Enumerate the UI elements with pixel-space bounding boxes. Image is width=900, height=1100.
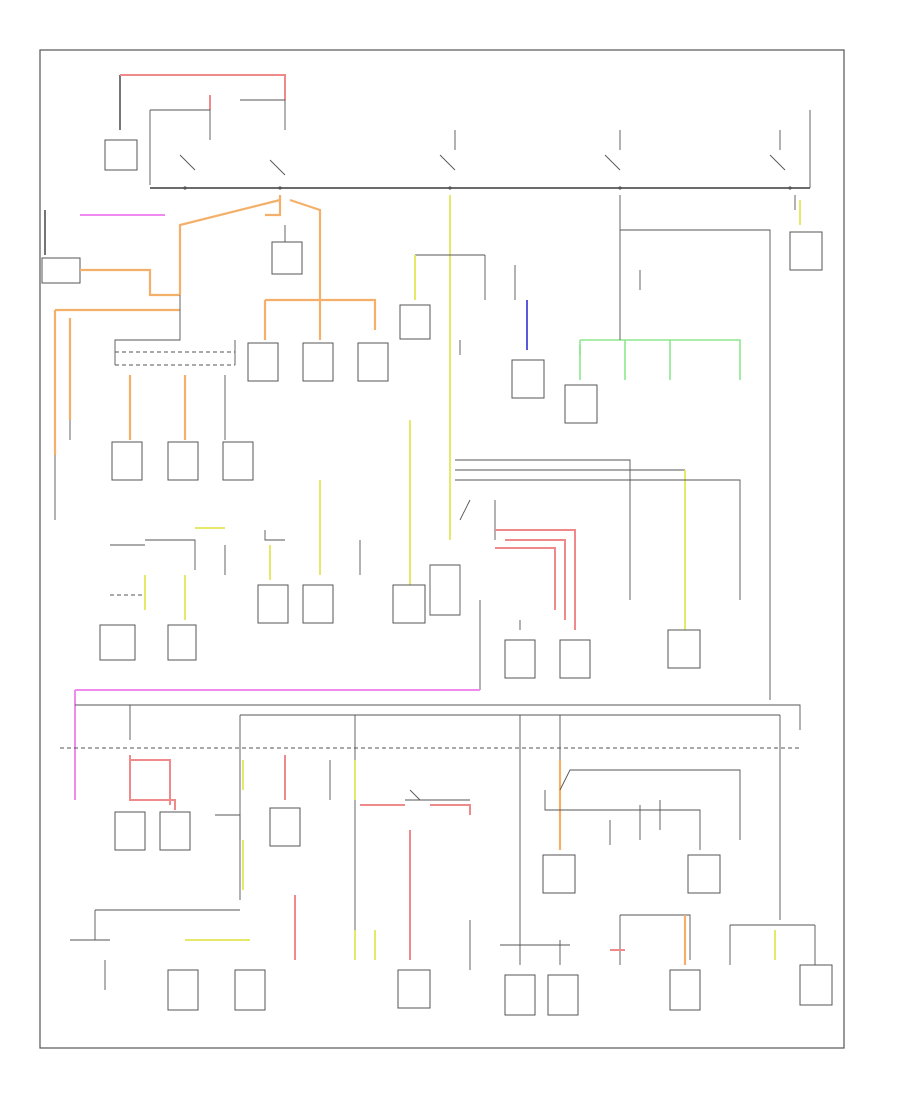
middle-circuit [99, 480, 701, 690]
component-box [799, 964, 833, 1006]
component-box [504, 974, 536, 1016]
component-box [559, 639, 591, 679]
component-box [397, 969, 431, 1009]
component-box [789, 231, 823, 271]
component-box [111, 441, 143, 481]
component-box [247, 342, 279, 382]
component-box [222, 441, 254, 481]
component-box [667, 629, 701, 669]
component-box [687, 854, 721, 894]
center-upper-circuit [399, 195, 741, 630]
component-box [99, 624, 136, 661]
component-box [167, 624, 197, 661]
component-box [511, 359, 545, 399]
ignition-switch-section [104, 74, 811, 190]
component-box [302, 584, 334, 624]
component-box [167, 441, 199, 481]
component-box [547, 974, 579, 1016]
left-upper-circuit [41, 195, 389, 520]
component-box [114, 811, 146, 851]
component-box [41, 257, 81, 284]
component-box [271, 241, 303, 275]
component-box [392, 584, 426, 624]
component-box [542, 854, 576, 894]
component-box [669, 969, 701, 1011]
component-box [399, 304, 431, 340]
component-box [269, 807, 301, 847]
component-box [159, 811, 191, 851]
right-upper-circuit [564, 195, 823, 700]
pink-bus [60, 689, 801, 790]
lower-circuit [70, 705, 833, 1016]
component-box [357, 342, 389, 382]
component-box [234, 969, 266, 1011]
component-box [104, 139, 138, 171]
component-box [302, 342, 334, 382]
component-box [564, 384, 598, 424]
diagram-frame [39, 49, 845, 1049]
component-box [257, 584, 289, 624]
component-box [167, 969, 199, 1011]
component-box [504, 639, 536, 679]
